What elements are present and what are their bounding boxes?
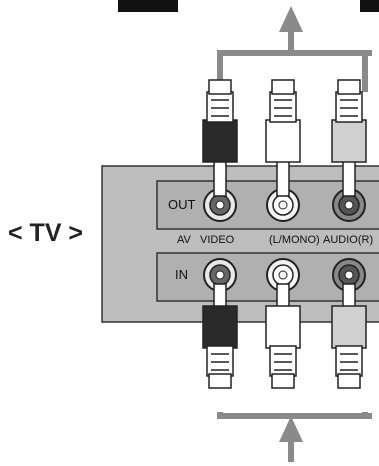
- rca-plug-icon: [265, 79, 301, 197]
- rca-plug-icon: [202, 283, 238, 389]
- up-arrow-icon: [279, 416, 303, 462]
- out-label: OUT: [168, 197, 196, 212]
- rca-jack-icon: [266, 258, 300, 292]
- top-device-edge: [118, 0, 379, 12]
- rca-plug-icon: [331, 79, 367, 197]
- rca-plug-icon: [265, 283, 301, 389]
- up-arrow-icon: [279, 6, 303, 53]
- rca-plug-icon: [202, 79, 238, 197]
- av-label: AV: [177, 234, 191, 246]
- rca-jack-icon: [332, 258, 366, 292]
- in-label: IN: [175, 267, 188, 282]
- video-jack-label: VIDEO: [200, 234, 235, 246]
- audio-right-jack-label: AUDIO(R): [323, 234, 374, 246]
- tv-label: < TV >: [8, 219, 84, 247]
- rca-plug-icon: [331, 283, 367, 389]
- rca-jack-icon: [203, 258, 237, 292]
- audio-left-jack-label: (L/MONO): [269, 234, 320, 246]
- routing-lines: [217, 50, 372, 419]
